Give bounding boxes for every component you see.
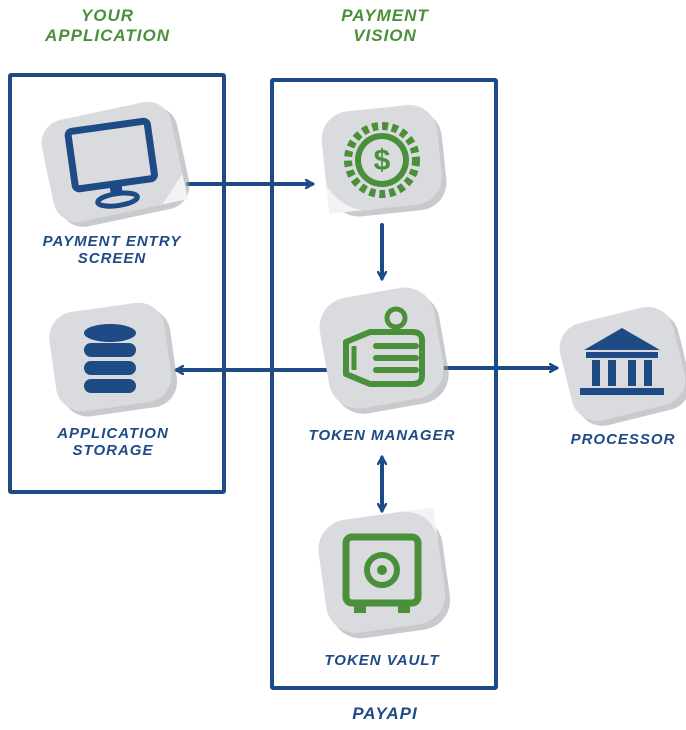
application-storage-label-line2: STORAGE — [72, 442, 154, 460]
svg-text:$: $ — [374, 144, 391, 177]
your-application-box — [8, 73, 226, 494]
payapi-title: PAYAPI — [352, 704, 418, 723]
your-application-title-line1: YOUR — [80, 6, 135, 25]
token-manager-label: TOKEN MANAGER — [308, 427, 456, 444]
token-vault-label: TOKEN VAULT — [324, 652, 440, 669]
payment-vision-title-line2: VISION — [353, 25, 417, 45]
payapi-box — [270, 78, 498, 690]
your-application-title-line2: APPLICATION — [45, 25, 170, 45]
payment-entry-screen-label: PAYMENT ENTRY SCREEN — [22, 233, 202, 268]
payment-vision-node: $ — [321, 104, 447, 217]
payment-entry-screen-label-line2: SCREEN — [77, 250, 147, 268]
database-icon — [84, 324, 136, 393]
processor-label: PROCESSOR — [570, 431, 676, 448]
payment-vision-title-line1: PAYMENT — [341, 6, 429, 25]
processor-node — [559, 306, 686, 426]
token-manager-node — [319, 287, 449, 414]
application-storage-label: APPLICATION STORAGE — [28, 425, 198, 460]
application-storage-label-line1: APPLICATION — [57, 425, 169, 442]
vault-icon — [342, 533, 422, 613]
dollar-gear-icon: $ — [344, 122, 420, 198]
payment-vision-title: PAYMENT VISION — [295, 6, 475, 45]
application-storage-node — [49, 302, 178, 417]
token-hand-icon — [343, 306, 425, 387]
your-application-title: YOUR APPLICATION — [20, 6, 195, 45]
bank-icon — [580, 328, 664, 395]
payment-entry-screen-label-line1: PAYMENT ENTRY — [42, 233, 182, 250]
payment-entry-screen-node — [41, 101, 190, 227]
token-vault-node — [318, 507, 451, 639]
monitor-icon — [64, 117, 158, 209]
